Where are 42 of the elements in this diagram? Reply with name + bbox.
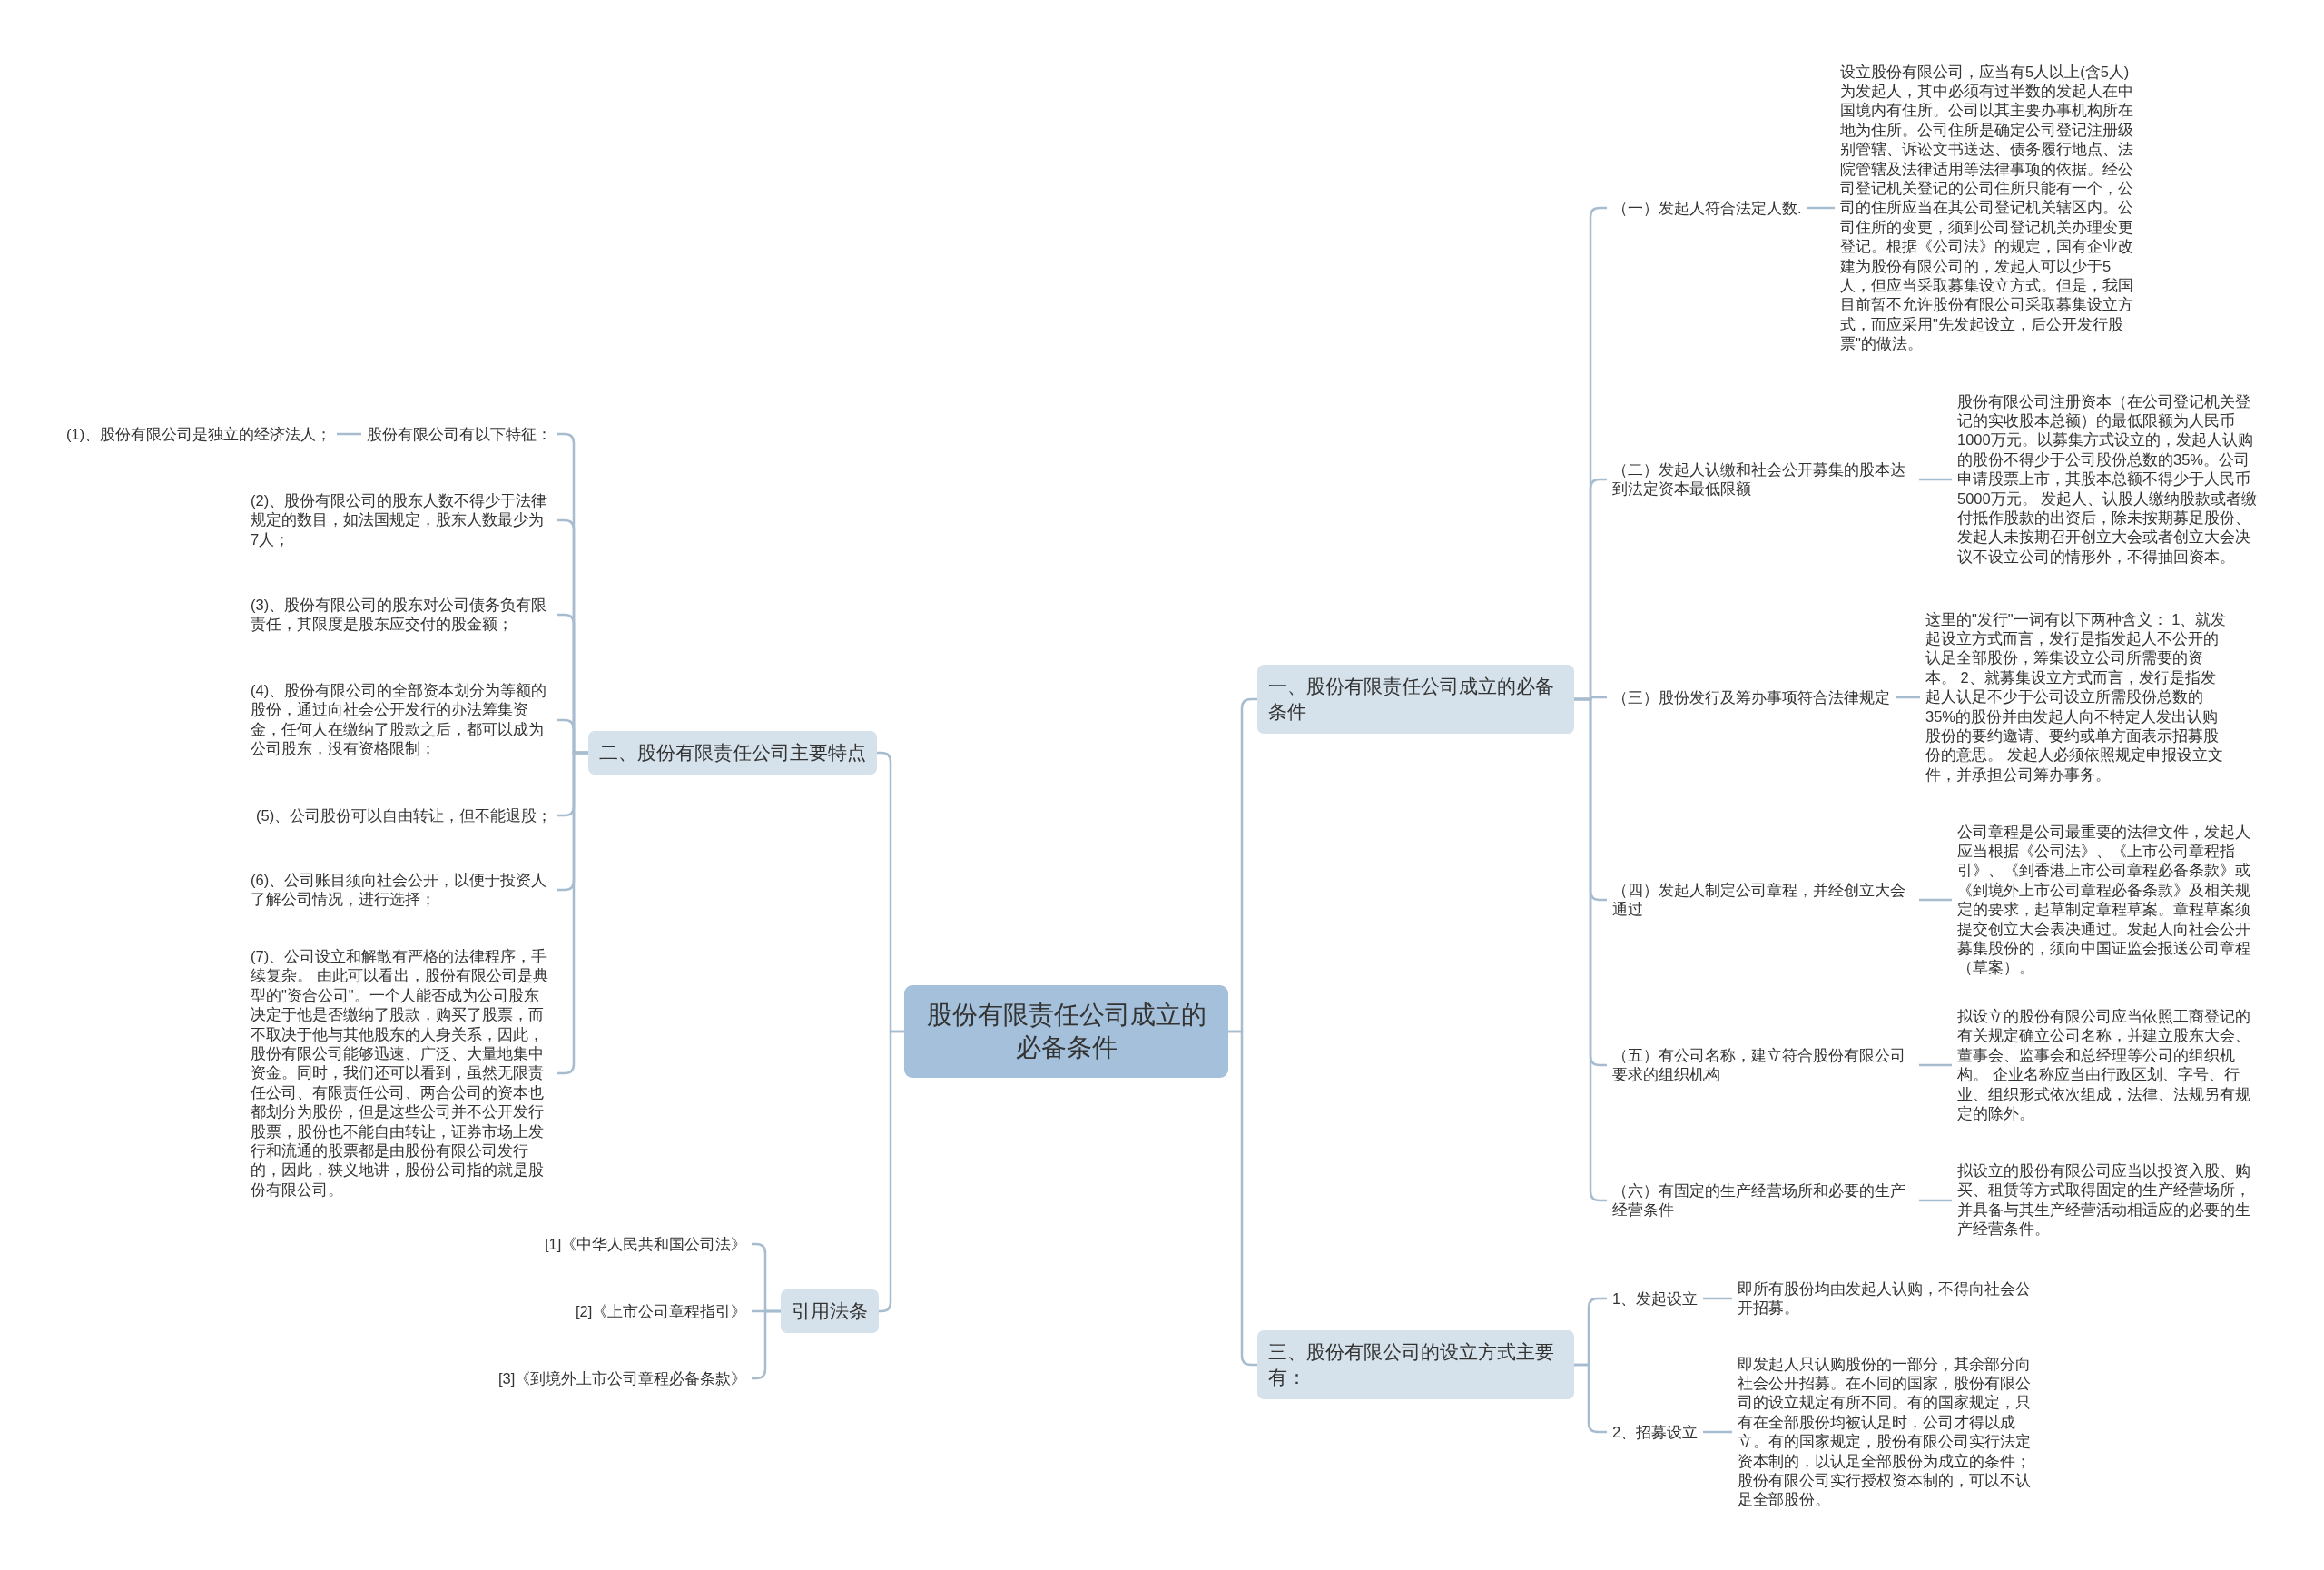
connector-line: [1807, 206, 1835, 210]
connector-line: [1919, 478, 1952, 481]
branch-topic-box: 引用法条: [781, 1289, 879, 1333]
central-topic-box: 股份有限责任公司成立的必备条件: [904, 985, 1228, 1078]
subtopic-text: 股份有限公司有以下特征：: [361, 422, 557, 446]
detail-text: 即所有股份均由发起人认购，不得向社会公开招募。: [1732, 1277, 2044, 1320]
citation-text: [2]《上市公司章程指引》: [570, 1299, 753, 1323]
branch-topic-box: 二、股份有限责任公司主要特点: [588, 731, 877, 775]
connector-line: [337, 432, 361, 436]
connector-line: [879, 1030, 904, 1313]
connector-line: [1919, 1063, 1952, 1067]
branch-topic-box: 一、股份有限责任公司成立的必备条件: [1257, 665, 1574, 734]
list-item-text: (4)、股份有限公司的全部资本划分为等额的股份，通过向社会公开发行的办法筹集资金，任何人在缴纳了股款之后，都可以成为公司股东，没有资格限制；: [245, 679, 557, 761]
connector-line: [1703, 1297, 1732, 1300]
detail-text: 设立股份有限公司，应当有5人以上(含5人)为发起人，其中必须有过半数的发起人在中国境内有住所。公司以其主要办事机构所在地为住所。公司住所是确定公司登记注册级别管辖、诉讼文书送达、债务履行地点、法院管辖及法律适用等法律事项的依据。经公司登记机关登记的公司住所只能有一个，公司的住所应当在其公司登记机关辖区内。公司住所的变更，须到公司登记机关办理变更登记。根据《公司法》的规定，国有企业改建为股份有限公司的，发起人可以少于5人，但应当采取募集设立方式。但是，我国目前暂不允许股份有限公司采取募集设立方式，而应采用"先发起设立，后公开发行股票"的做法。: [1835, 60, 2147, 356]
detail-text: 拟设立的股份有限公司应当依照工商登记的有关规定确立公司名称，并建立股东大会、董事会、监事会和总经理等公司的组织机构。 企业名称应当由行政区划、字号、行业、组织形式依次组成，法律、法规另有规定的除外。: [1952, 1005, 2264, 1126]
list-item-text: (7)、公司设立和解散有严格的法律程序，手续复杂。 由此可以看出，股份有限公司是典型的"资合公司"。一个人能否成为公司股东决定于他是否缴纳了股款，购买了股票，而不取决于他与其他股东的人身关系，因此，股份有限公司能够迅速、广泛、大量地集中资金。同时，我们还可以看到，虽然无限责任公司、有限责任公司、两合公司的资本也都划分为股份，但是这些公司并不公开发行股票，股份也不能自由转让，证券市场上发行和流通的股票都是由股份有限公司发行的，因此，狭义地讲，股份公司指的就是股份有限公司。: [245, 945, 557, 1202]
subtopic-text: （六）有固定的生产经营场所和必要的生产经营条件: [1607, 1179, 1919, 1222]
subtopic-text: （四）发起人制定公司章程，并经创立大会通过: [1607, 878, 1919, 922]
list-item-text: (5)、公司股份可以自由转让，但不能退股；: [251, 804, 558, 827]
subtopic-text: 1、发起设立: [1607, 1287, 1704, 1310]
detail-text: 即发起人只认购股份的一部分，其余部分向社会公开招募。在不同的国家，股份有限公司的设立规定有所不同。有的国家规定，只有在全部股份均被认足时，公司才得以成立。有的国家规定，股份有限公司实行法定资本制的，以认足全部股份为成立的条件；股份有限公司实行授权资本制的，可以不认足全部股份。: [1732, 1352, 2044, 1512]
connector-line: [1703, 1430, 1732, 1434]
list-item-text: (6)、公司账目须向社会公开，以便于投资人了解公司情况，进行选择；: [245, 868, 557, 912]
connector-line: [1919, 898, 1952, 902]
detail-text: 公司章程是公司最重要的法律文件，发起人应当根据《公司法》、《上市公司章程指引》、《到香港上市公司章程必备条款》或《到境外上市公司章程必备条款》及相关规定的要求，起草制定章程草案。章程草案须提交创立大会表决通过。发起人向社会公开募集股份的，须向中国证监会报送公司章程（草案）。: [1952, 820, 2264, 980]
connector-line: [1919, 1199, 1952, 1202]
subtopic-text: （五）有公司名称，建立符合股份有限公司要求的组织机构: [1607, 1043, 1919, 1087]
detail-text: 这里的"发行"一词有以下两种含义： 1、就发起设立方式而言，发行是指发起人不公开的认足全部股份，筹集设立公司所需要的资本。 2、就募集设立方式而言，发行是指发起人认足不少于公司设立所需股份总数的35%的股份并由发起人向不特定人发出认购股份的要约邀请、要约或单方面表示招募股份的意思。 发起人必须依照规定申报设立文件，并承担公司筹办事务。: [1920, 607, 2232, 787]
citation-text: [3]《到境外上市公司章程必备条款》: [493, 1367, 753, 1390]
list-item-text: (2)、股份有限公司的股东人数不得少于法律规定的数目，如法国规定，股东人数最少为7人；: [245, 489, 557, 552]
subtopic-text: 2、招募设立: [1607, 1420, 1704, 1444]
connector-line: [1896, 696, 1920, 699]
branch-topic-box: 三、股份有限公司的设立方式主要有：: [1257, 1330, 1574, 1399]
subtopic-text: （一）发起人符合法定人数.: [1607, 196, 1807, 220]
subtopic-text: （三）股份发行及筹办事项符合法律规定: [1607, 686, 1896, 709]
subtopic-text: （二）发起人认缴和社会公开募集的股本达到法定资本最低限额: [1607, 458, 1919, 501]
detail-text: 拟设立的股份有限公司应当以投资入股、购买、租赁等方式取得固定的生产经营场所，并具备与其生产经营活动相适应的必要的生产经营条件。: [1952, 1160, 2264, 1241]
detail-text: 股份有限公司注册资本（在公司登记机关登记的实收股本总额）的最低限额为人民币1000万元。以募集方式设立的，发起人认购的股份不得少于公司股份总数的35%。公司申请股票上市，其股本总额不得少于人民币5000万元。 发起人、认股人缴纳股款或者缴付抵作股款的出资后，除未按期募足股份、发起人未按期召开创立大会或者创立大会决议不设立公司的情形外，不得抽回资本。: [1952, 390, 2264, 569]
list-item-text: (3)、股份有限公司的股东对公司债务负有限责任，其限度是股东应交付的股金额；: [245, 593, 557, 637]
list-item-text: (1)、股份有限公司是独立的经济法人；: [61, 422, 338, 446]
citation-text: [1]《中华人民共和国公司法》: [539, 1232, 753, 1256]
